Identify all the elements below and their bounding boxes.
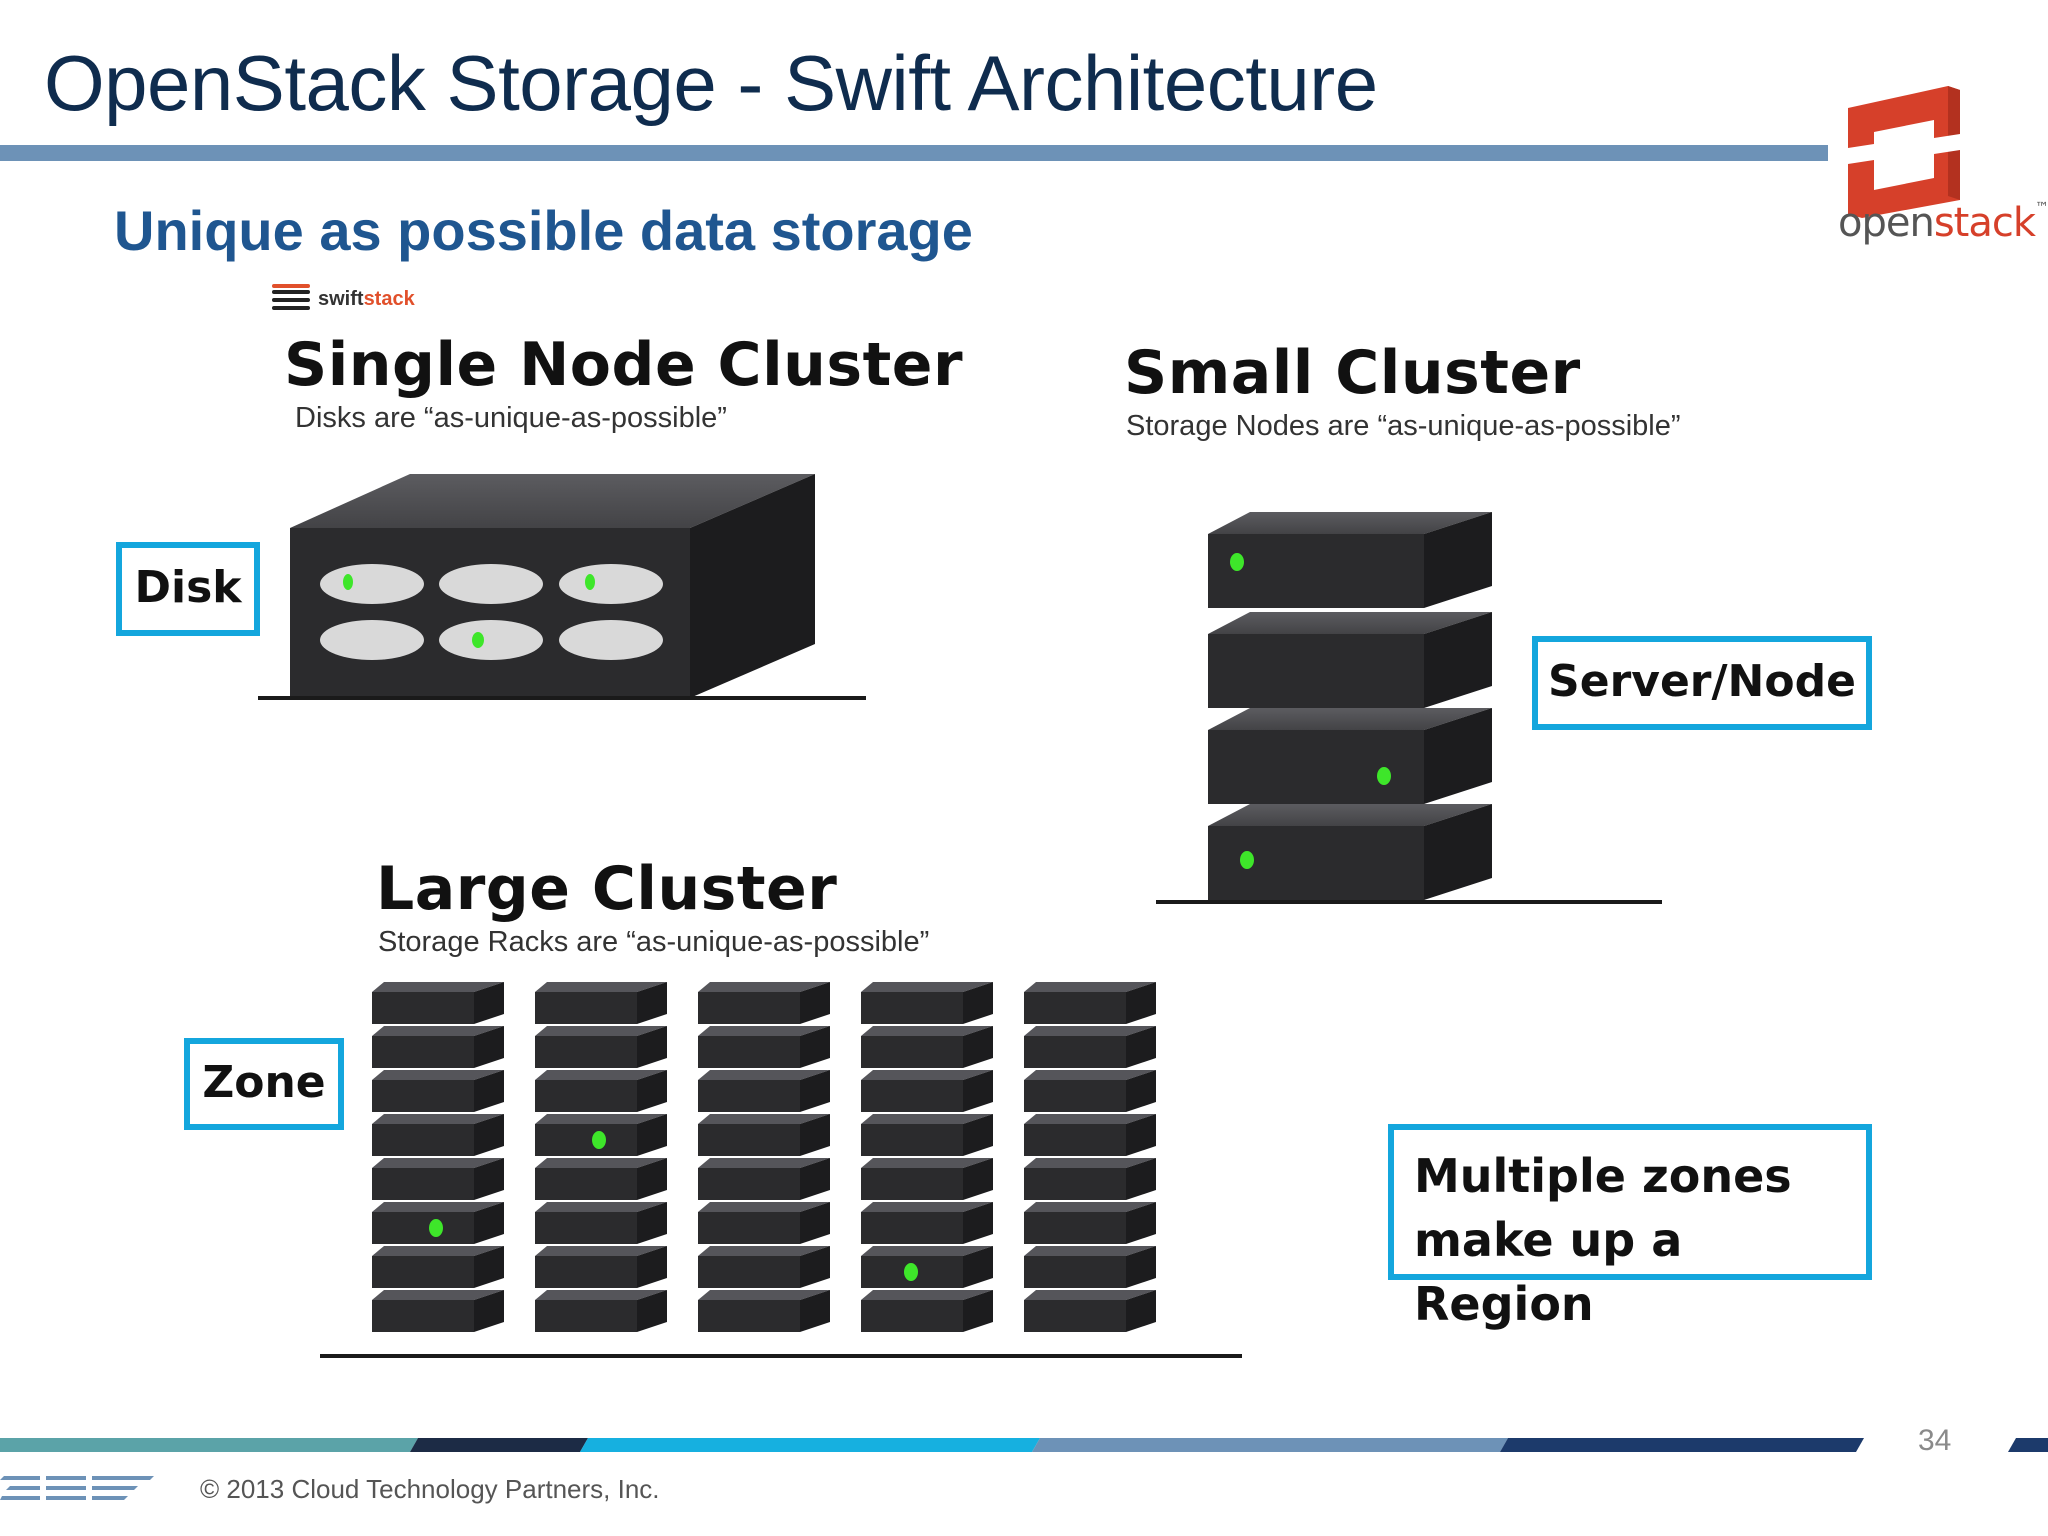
rack-unit	[1024, 1070, 1156, 1112]
rack-unit	[372, 1246, 504, 1288]
small-cluster-title: Small Cluster	[1124, 338, 1581, 408]
page-number: 34	[1918, 1424, 1952, 1457]
disk-platters	[320, 564, 663, 660]
footer-color-bar	[0, 1438, 2048, 1452]
rack-unit	[698, 1070, 830, 1112]
large-cluster-racks	[372, 982, 1156, 1332]
cloud-technology-partners-logo-icon	[0, 1474, 154, 1502]
rack-unit	[1024, 982, 1156, 1024]
rack-unit	[698, 1202, 830, 1244]
large-cluster-title: Large Cluster	[376, 854, 838, 924]
swiftstack-logo-text: swiftstack	[318, 288, 415, 310]
rack-unit	[698, 1158, 830, 1200]
rack-unit	[535, 1158, 667, 1200]
rack-unit	[1024, 1026, 1156, 1068]
slide-title: OpenStack Storage - Swift Architecture	[44, 39, 1378, 127]
title-divider	[0, 145, 1828, 161]
rack-unit	[372, 1026, 504, 1068]
rack-unit	[535, 1202, 667, 1244]
rack-unit	[861, 1158, 993, 1200]
rack-unit	[535, 1246, 667, 1288]
zone-label: Zone	[184, 1038, 344, 1130]
status-led-icon	[592, 1131, 606, 1149]
copyright-text: © 2013 Cloud Technology Partners, Inc.	[200, 1474, 660, 1504]
rack-unit	[861, 1202, 993, 1244]
rack-unit	[1024, 1202, 1156, 1244]
region-label-line-1: Multiple zones	[1414, 1149, 1792, 1203]
rack-unit	[535, 1290, 667, 1332]
small-cluster-stack	[1156, 512, 1662, 904]
rack-unit	[861, 1026, 993, 1068]
region-label: Multiple zones make up a Region	[1388, 1124, 1872, 1331]
single-node-cluster-title: Single Node Cluster	[284, 330, 964, 400]
rack-unit	[372, 1070, 504, 1112]
status-led-icon	[904, 1263, 918, 1281]
single-node-cluster-subtitle: Disks are “as-unique-as-possible”	[295, 402, 727, 434]
rack-unit	[698, 1114, 830, 1156]
rack-unit	[1024, 1246, 1156, 1288]
rack-unit	[535, 1026, 667, 1068]
rack-unit	[698, 982, 830, 1024]
rack-unit	[861, 1114, 993, 1156]
large-cluster-subtitle: Storage Racks are “as-unique-as-possible…	[378, 926, 930, 958]
server-node-label: Server/Node	[1532, 636, 1872, 730]
slide-subtitle: Unique as possible data storage	[114, 199, 973, 262]
rack-unit	[698, 1026, 830, 1068]
rack-unit	[372, 1290, 504, 1332]
rack-unit	[698, 1246, 830, 1288]
rack-unit	[372, 1158, 504, 1200]
single-node-server	[258, 474, 866, 700]
rack-unit	[698, 1290, 830, 1332]
rack-unit	[1024, 1158, 1156, 1200]
rack-unit	[1024, 1290, 1156, 1332]
rack-unit	[1024, 1114, 1156, 1156]
openstack-logo-text: openstack™	[1838, 200, 2048, 246]
small-cluster-subtitle: Storage Nodes are “as-unique-as-possible…	[1126, 410, 1681, 442]
rack-unit	[861, 1070, 993, 1112]
rack-unit	[372, 982, 504, 1024]
rack-unit	[535, 1114, 667, 1156]
rack-unit	[861, 1290, 993, 1332]
rack-unit	[372, 1202, 504, 1244]
swiftstack-logo-icon	[272, 284, 310, 310]
rack-unit	[861, 982, 993, 1024]
region-label-line-2: make up a Region	[1414, 1213, 1683, 1331]
status-led-icon	[429, 1219, 443, 1237]
rack-unit	[372, 1114, 504, 1156]
rack-unit	[861, 1246, 993, 1288]
openstack-logo-icon	[1848, 86, 1960, 218]
rack-unit	[535, 1070, 667, 1112]
disk-label: Disk	[116, 542, 260, 636]
rack-unit	[535, 982, 667, 1024]
